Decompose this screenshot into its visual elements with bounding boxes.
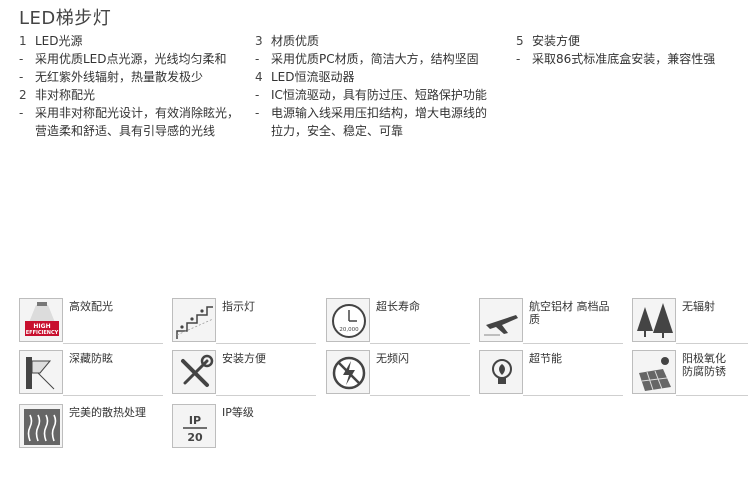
spec-row: -采用优质LED点光源，光线均匀柔和 [19, 52, 227, 66]
spec-row: -营造柔和舒适、具有引导感的光线 [35, 124, 216, 138]
svg-text:20: 20 [187, 431, 203, 444]
feature-label: IP等级 [222, 406, 254, 419]
feature-easy-install: 安装方便 [172, 350, 316, 396]
feature-aviation-aluminum: 航空铝材 高档品质 [479, 298, 623, 344]
feature-stair-light: 指示灯 [172, 298, 316, 344]
feature-label: 深藏防眩 [69, 352, 113, 365]
spec-row: -IC恒流驱动，具有防过压、短路保护功能 [255, 88, 487, 102]
high-efficiency-icon: HIGH EFFICIENCY [19, 298, 63, 342]
svg-text:IP: IP [189, 414, 201, 427]
svg-text:HIGH: HIGH [33, 323, 50, 330]
spec-row: -拉力，安全、稳定、可靠 [271, 124, 404, 138]
feature-anodized: 阳极氧化 防腐防锈 [632, 350, 748, 396]
feature-long-life: 20,000 超长寿命 [326, 298, 470, 344]
feature-label: 高效配光 [69, 300, 113, 313]
svg-text:20,000: 20,000 [339, 327, 359, 333]
page-title: LED梯步灯 [19, 8, 112, 29]
anti-glare-icon [19, 350, 63, 394]
feature-high-efficiency: HIGH EFFICIENCY 高效配光 [19, 298, 163, 344]
feature-anti-glare: 深藏防眩 [19, 350, 163, 396]
spec-row: -采用非对称配光设计，有效消除眩光， [19, 106, 240, 120]
feature-no-flicker: 无频闪 [326, 350, 470, 396]
feature-ip-rating: IP 20 IP等级 [172, 404, 312, 450]
feature-label: 指示灯 [222, 300, 255, 313]
bulb-leaf-icon [479, 350, 523, 394]
feature-label: 阳极氧化 防腐防锈 [682, 352, 726, 378]
tools-icon [172, 350, 216, 394]
feature-heat-dissipation: 完美的散热处理 [19, 404, 159, 450]
feature-label: 无频闪 [376, 352, 409, 365]
solar-panel-icon [632, 350, 676, 394]
feature-label: 安装方便 [222, 352, 266, 365]
heat-dissipation-icon [19, 404, 63, 448]
stair-light-icon [172, 298, 216, 342]
feature-label: 无辐射 [682, 300, 715, 313]
clock-lifespan-icon: 20,000 [326, 298, 370, 342]
airplane-icon [479, 298, 523, 342]
ip-rating-icon: IP 20 [172, 404, 216, 448]
spec-row: -电源输入线采用压扣结构，增大电源线的 [255, 106, 488, 120]
feature-label: 航空铝材 高档品质 [529, 300, 610, 326]
spec-row: -无红紫外线辐射，热量散发极少 [19, 70, 204, 84]
svg-text:EFFICIENCY: EFFICIENCY [26, 330, 59, 336]
spec-row: -采用优质PC材质，简洁大方，结构坚固 [255, 52, 479, 66]
feature-label: 超长寿命 [376, 300, 420, 313]
no-flicker-icon [326, 350, 370, 394]
feature-label: 超节能 [529, 352, 562, 365]
feature-label: 完美的散热处理 [69, 406, 146, 419]
feature-no-radiation: 无辐射 [632, 298, 748, 344]
feature-energy-saving: 超节能 [479, 350, 623, 396]
trees-icon [632, 298, 676, 342]
spec-row: -采取86式标准底盒安装，兼容性强 [516, 52, 716, 66]
